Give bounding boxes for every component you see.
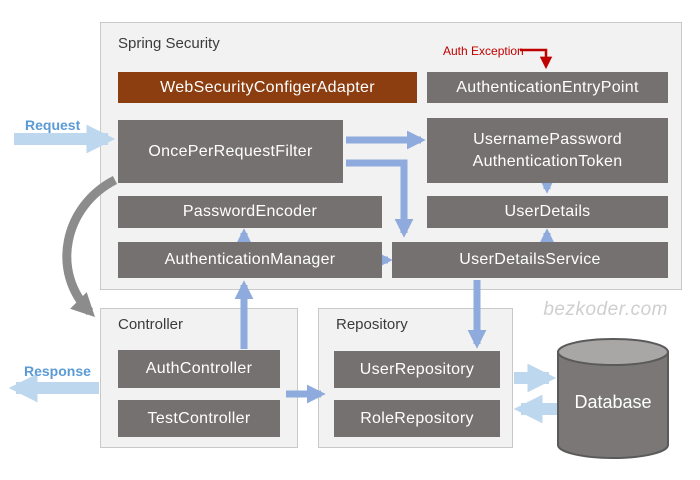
database-cylinder	[557, 338, 669, 459]
filter-to-user-details-service-arrow	[346, 159, 414, 238]
auth-exception-arrow	[520, 48, 553, 70]
database-cylinder-top	[557, 338, 669, 366]
database-cylinder-body	[557, 351, 669, 459]
watermark: bezkoder.com	[543, 299, 668, 320]
filter-to-controller-curved-arrow	[62, 175, 118, 317]
